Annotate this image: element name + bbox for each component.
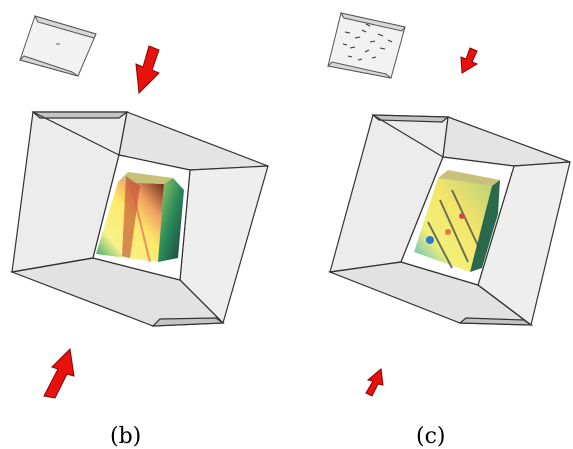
inset-cube-icon — [19, 15, 97, 77]
compression-arrow-icon — [43, 347, 75, 399]
panel-c-caption: (c) — [416, 424, 446, 449]
compression-arrow-icon — [135, 45, 160, 95]
compression-arrow-icon — [365, 368, 384, 397]
specimen-c — [414, 170, 500, 272]
specimen-b — [96, 172, 184, 263]
panel-b: (b) — [9, 15, 269, 449]
panel-b-caption: (b) — [110, 424, 141, 449]
panel-c: (c) — [326, 12, 571, 449]
inset-cube-icon — [326, 12, 406, 79]
compression-arrow-icon — [460, 47, 479, 74]
